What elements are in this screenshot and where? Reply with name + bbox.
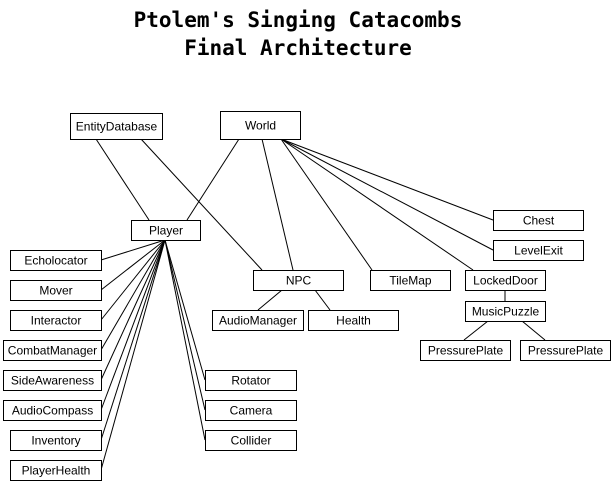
node-mover: Mover <box>10 280 102 301</box>
node-label: LevelExit <box>514 244 563 258</box>
node-levelexit: LevelExit <box>493 240 584 261</box>
node-label: TileMap <box>389 274 432 288</box>
node-label: SideAwareness <box>11 374 94 388</box>
node-box <box>70 113 163 140</box>
node-box <box>10 280 102 301</box>
node-collider: Collider <box>205 430 297 451</box>
node-npc: NPC <box>253 270 344 291</box>
edge-entitydatabase-to-npc <box>140 138 263 271</box>
node-label: Interactor <box>31 314 82 328</box>
edge-npc-to-audiomanager <box>257 289 283 311</box>
node-box <box>465 301 546 322</box>
node-label: PlayerHealth <box>22 464 91 478</box>
diagram-title-line-2: Final Architecture <box>184 36 412 60</box>
node-audiomanager: AudioManager <box>212 310 304 331</box>
node-health: Health <box>308 310 399 331</box>
node-label: Echolocator <box>24 254 87 268</box>
node-box <box>420 340 511 361</box>
edge-player-to-playerhealth <box>100 239 166 471</box>
node-label: Mover <box>39 284 72 298</box>
node-pressureplate1: PressurePlate <box>420 340 511 361</box>
node-box <box>3 370 102 391</box>
node-echolocator: Echolocator <box>10 250 102 271</box>
diagram-title-line-1: Ptolem's Singing Catacombs <box>134 8 463 32</box>
node-box <box>131 220 201 241</box>
node-box <box>220 111 301 140</box>
node-musicpuzzle: MusicPuzzle <box>465 301 546 322</box>
node-box <box>205 370 297 391</box>
node-box <box>3 340 102 361</box>
node-camera: Camera <box>205 400 297 421</box>
node-box <box>465 270 546 291</box>
node-chest: Chest <box>493 210 584 231</box>
node-label: LockedDoor <box>473 274 538 288</box>
node-box <box>370 270 451 291</box>
edges-layer <box>95 138 546 471</box>
edge-player-to-rotator <box>164 239 206 381</box>
edge-npc-to-health <box>314 289 331 311</box>
edge-entitydatabase-to-player <box>95 138 150 221</box>
node-sideawareness: SideAwareness <box>3 370 102 391</box>
node-world: World <box>220 111 301 140</box>
node-box <box>493 210 584 231</box>
node-box <box>308 310 399 331</box>
edge-player-to-echolocator <box>100 239 166 261</box>
node-label: AudioManager <box>219 314 297 328</box>
node-tilemap: TileMap <box>370 270 451 291</box>
node-rotator: Rotator <box>205 370 297 391</box>
node-label: EntityDatabase <box>76 120 158 134</box>
edge-player-to-interactor <box>100 239 166 321</box>
node-player: Player <box>131 220 201 241</box>
node-playerhealth: PlayerHealth <box>10 460 102 481</box>
node-label: Collider <box>231 434 272 448</box>
edge-world-to-npc <box>261 138 294 271</box>
node-label: World <box>245 119 276 133</box>
node-interactor: Interactor <box>10 310 102 331</box>
node-label: Rotator <box>231 374 270 388</box>
node-combatmanager: CombatManager <box>3 340 102 361</box>
node-label: Chest <box>523 214 555 228</box>
edge-player-to-combatmanager <box>100 239 166 351</box>
node-entitydatabase: EntityDatabase <box>70 113 163 140</box>
node-box <box>253 270 344 291</box>
edge-world-to-tilemap <box>280 138 373 271</box>
node-box <box>3 400 102 421</box>
edge-world-to-player <box>186 138 240 221</box>
edge-player-to-sideawareness <box>100 239 166 381</box>
edge-musicpuzzle-to-pressureplate2 <box>521 320 546 341</box>
edge-world-to-levelexit <box>280 138 494 251</box>
node-box <box>10 430 102 451</box>
edge-player-to-audiocompass <box>100 239 166 411</box>
edge-player-to-inventory <box>100 239 166 441</box>
node-label: Health <box>336 314 371 328</box>
edge-player-to-collider <box>164 239 206 441</box>
nodes-layer: EntityDatabase WorldPlayerEcholocatorMove… <box>3 111 611 481</box>
node-label: CombatManager <box>8 344 97 358</box>
node-box <box>10 310 102 331</box>
edge-world-to-lockeddoor <box>280 138 474 271</box>
node-lockeddoor: LockedDoor <box>465 270 546 291</box>
edge-player-to-camera <box>164 239 206 411</box>
node-box <box>10 250 102 271</box>
node-box <box>212 310 304 331</box>
node-pressureplate2: PressurePlate <box>520 340 611 361</box>
node-label: PressurePlate <box>528 344 604 358</box>
node-label: Camera <box>230 404 273 418</box>
node-audiocompass: AudioCompass <box>3 400 102 421</box>
edge-musicpuzzle-to-pressureplate1 <box>463 320 489 341</box>
node-label: Inventory <box>31 434 80 448</box>
node-box <box>205 400 297 421</box>
node-label: PressurePlate <box>428 344 504 358</box>
node-box <box>493 240 584 261</box>
node-box <box>205 430 297 451</box>
edge-player-to-mover <box>100 239 166 291</box>
node-label: MusicPuzzle <box>472 305 540 319</box>
edge-world-to-chest <box>280 138 494 221</box>
node-label: NPC <box>286 274 312 288</box>
node-label: Player <box>149 224 183 238</box>
node-inventory: Inventory <box>10 430 102 451</box>
node-label: AudioCompass <box>12 404 93 418</box>
